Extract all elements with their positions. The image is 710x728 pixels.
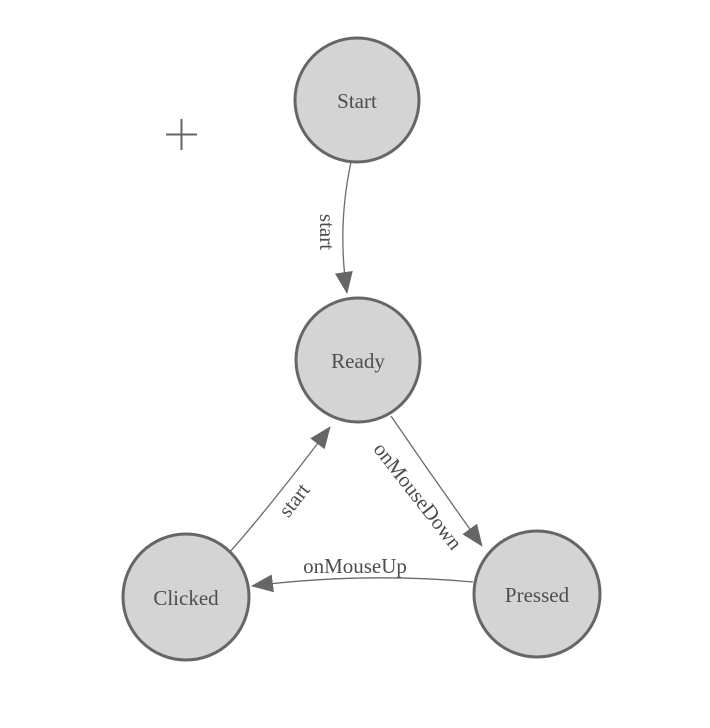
node-ready-label: Ready (331, 349, 385, 373)
node-pressed-circle[interactable] (472, 529, 602, 659)
node-start-label: Start (337, 89, 377, 113)
node-pressed-label: Pressed (505, 583, 570, 607)
node-pressed[interactable]: Pressed (472, 529, 602, 659)
edge-ready-to-pressed[interactable] (390, 415, 483, 547)
edge-label-start-to-ready: start (315, 214, 339, 250)
crosshair-cursor-icon (166, 119, 197, 150)
node-start[interactable]: Start (293, 36, 421, 164)
edges-layer (228, 161, 483, 593)
node-clicked-circle[interactable] (121, 532, 251, 662)
edge-clicked-to-ready[interactable] (228, 426, 331, 554)
node-clicked[interactable]: Clicked (121, 532, 251, 662)
edge-start-to-ready[interactable] (334, 161, 353, 294)
node-ready-circle[interactable] (294, 296, 422, 424)
edge-label-pressed-to-clicked: onMouseUp (303, 554, 407, 578)
edge-label-clicked-to-ready: start (273, 478, 314, 521)
node-start-circle[interactable] (293, 36, 421, 164)
edge-pressed-to-clicked[interactable] (251, 574, 474, 593)
node-ready[interactable]: Ready (294, 296, 422, 424)
nodes-layer: Start Ready Clicked Pressed (121, 36, 602, 662)
node-clicked-label: Clicked (153, 586, 219, 610)
